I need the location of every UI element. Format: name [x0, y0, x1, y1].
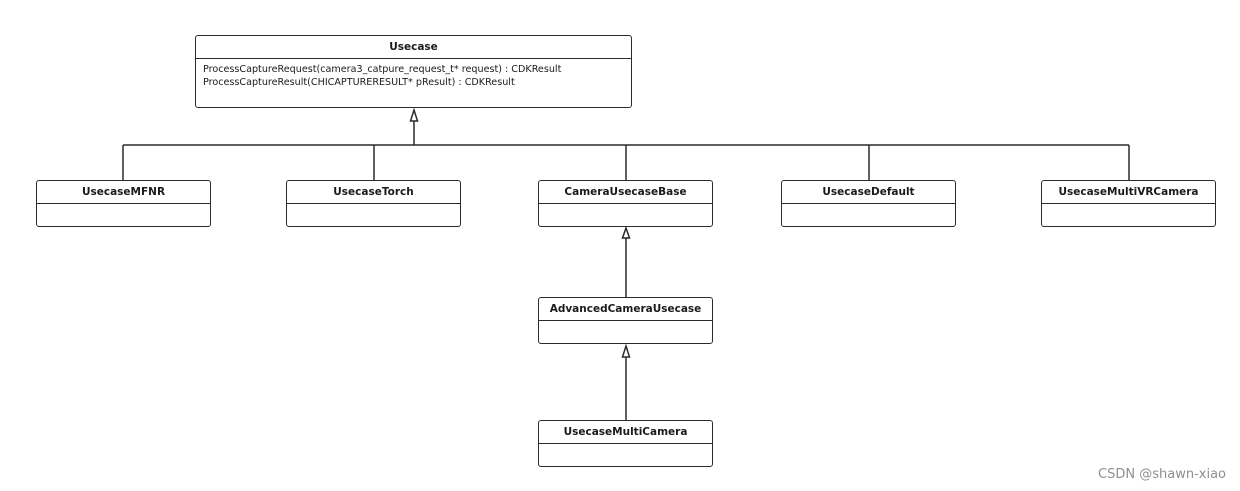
inheritance-arrowhead — [621, 343, 631, 358]
class-usecase[interactable]: Usecase ProcessCaptureRequest(camera3_ca… — [195, 35, 632, 108]
class-usecase-multivr-camera[interactable]: UsecaseMultiVRCamera — [1041, 180, 1216, 227]
inheritance-arrowhead — [621, 225, 631, 239]
class-name: UsecaseMFNR — [37, 181, 210, 204]
class-usecase-multi-camera[interactable]: UsecaseMultiCamera — [538, 420, 713, 467]
class-name: UsecaseMultiCamera — [539, 421, 712, 444]
class-name: CameraUsecaseBase — [539, 181, 712, 204]
class-usecase-mfnr[interactable]: UsecaseMFNR — [36, 180, 211, 227]
method: ProcessCaptureRequest(camera3_catpure_re… — [203, 64, 562, 75]
class-usecase-torch[interactable]: UsecaseTorch — [286, 180, 461, 227]
class-name: AdvancedCameraUsecase — [539, 298, 712, 321]
inheritance-arrowhead — [409, 107, 419, 122]
watermark: CSDN @shawn-xiao — [1098, 467, 1226, 482]
class-name: UsecaseDefault — [782, 181, 955, 204]
class-name: UsecaseMultiVRCamera — [1042, 181, 1215, 204]
method: ProcessCaptureResult(CHICAPTURERESULT* p… — [203, 77, 515, 88]
class-name: UsecaseTorch — [287, 181, 460, 204]
class-name: Usecase — [196, 36, 631, 59]
class-advanced-camera-usecase[interactable]: AdvancedCameraUsecase — [538, 297, 713, 344]
class-usecase-default[interactable]: UsecaseDefault — [781, 180, 956, 227]
method-list: ProcessCaptureRequest(camera3_catpure_re… — [196, 59, 631, 93]
class-camera-usecase-base[interactable]: CameraUsecaseBase — [538, 180, 713, 227]
